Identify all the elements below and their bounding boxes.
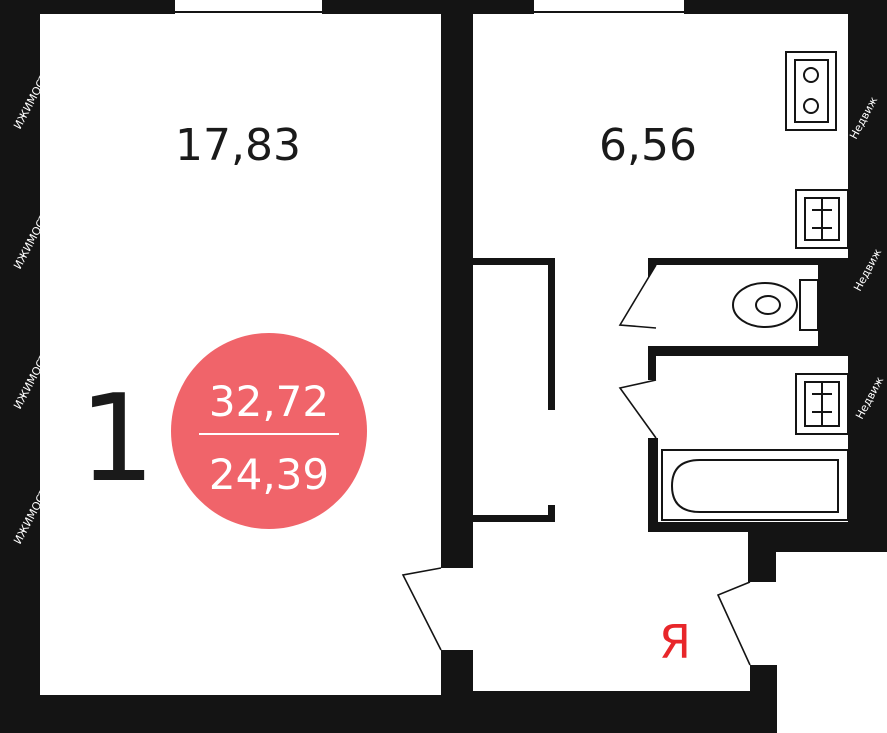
wall-right-bottom — [750, 665, 777, 733]
door-entrance — [716, 581, 751, 666]
door-living — [401, 567, 442, 651]
toilet-icon — [732, 279, 819, 331]
wall-right-step — [748, 530, 776, 582]
bathtub-icon — [661, 449, 849, 521]
living-room-area: 17,83 — [175, 120, 301, 171]
wall-center-upper — [441, 0, 473, 568]
bathroom-sink-icon — [795, 373, 849, 435]
wall-bottom-right — [472, 691, 777, 733]
kitchen-area: 6,56 — [599, 120, 697, 171]
closet-top — [473, 258, 555, 265]
room-count: 1 — [79, 370, 155, 509]
door-wc — [618, 264, 657, 329]
wc-right-wall — [818, 258, 848, 356]
doors — [401, 264, 751, 666]
wall-top-left — [0, 0, 175, 14]
wall-left — [0, 0, 40, 733]
wall-top-right — [684, 0, 854, 14]
kitchen-sink-icon — [795, 189, 849, 249]
yandex-logo-icon: Я — [659, 615, 691, 669]
area-badge: 32,72 24,39 — [171, 333, 367, 529]
closet-right-lower — [548, 505, 555, 522]
area-badge-circle — [171, 333, 367, 529]
closet-right-upper — [548, 258, 555, 410]
total-area: 32,72 — [209, 377, 329, 426]
fixtures — [661, 51, 849, 521]
wc-wall-left-lower — [648, 346, 656, 380]
wall-right-lower — [748, 530, 887, 552]
wall-center-lower — [441, 650, 473, 733]
wall-top-mid — [322, 0, 534, 14]
closet-bottom — [473, 515, 555, 522]
stove-icon — [785, 51, 837, 131]
wc-wall-top — [648, 258, 848, 265]
wall-right — [848, 0, 887, 552]
wall-bottom-left — [0, 695, 472, 733]
wc-wall-mid — [648, 346, 848, 356]
door-bath — [618, 379, 657, 439]
living-area-total: 24,39 — [209, 450, 329, 499]
bath-wall-bottom — [648, 522, 848, 532]
bath-wall-left — [648, 438, 658, 530]
